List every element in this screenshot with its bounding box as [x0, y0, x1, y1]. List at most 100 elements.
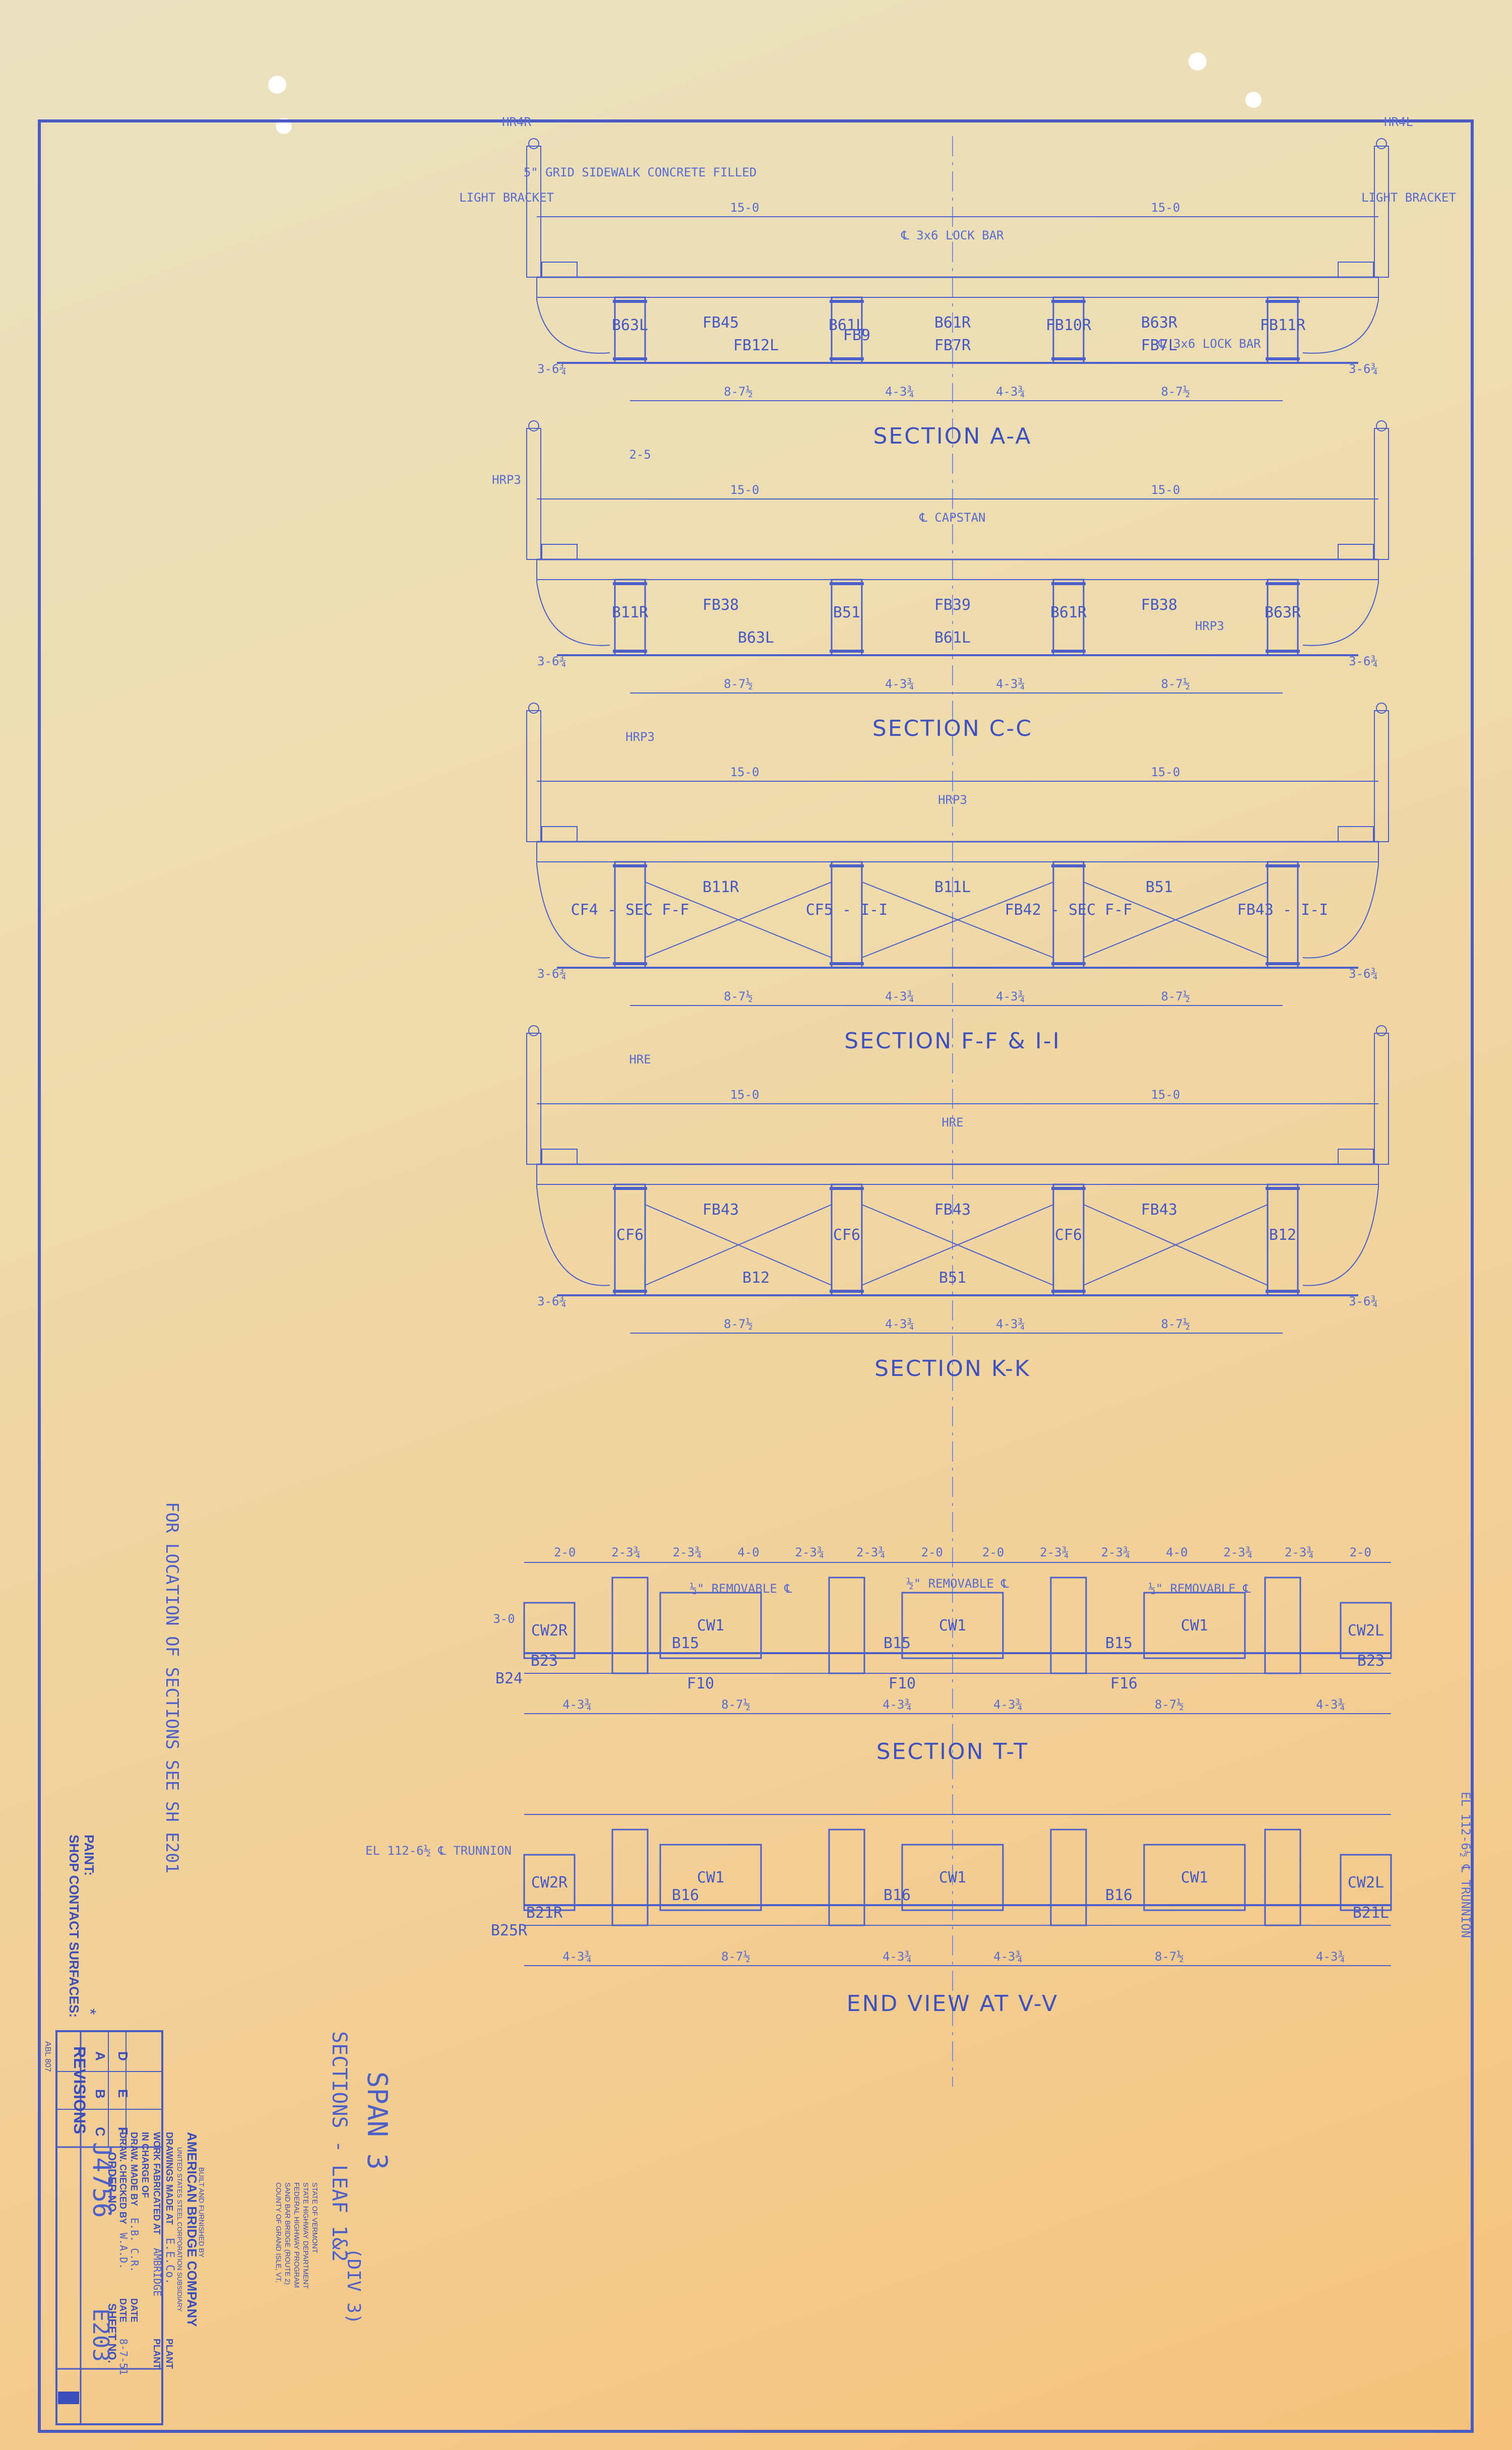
- member-label: FB39: [934, 596, 971, 614]
- note-label: 3-0: [493, 1612, 515, 1626]
- member-label: F10: [889, 1675, 916, 1692]
- bracket-right: [1302, 842, 1379, 959]
- bottom-dimension: 4-3¾: [562, 1950, 592, 1964]
- company-name: AMERICAN BRIDGE COMPANY: [184, 2132, 200, 2327]
- note-label: HRE: [941, 1115, 963, 1129]
- end-dimension: 3-6¾: [1349, 362, 1378, 376]
- note-label: ℄ 3x6 LOCK BAR: [901, 228, 1004, 242]
- member-label: B11L: [934, 878, 971, 896]
- section-title: END VIEW AT V-V: [847, 1991, 1058, 2017]
- member-label: B11R: [703, 878, 739, 896]
- note-label: 2-5: [629, 448, 651, 462]
- member-label: F16: [1110, 1675, 1138, 1692]
- cross-frame-brace: [861, 1204, 1054, 1286]
- member-label: B63R: [1141, 314, 1178, 332]
- member-label: FB12L: [733, 337, 779, 354]
- member-label: B16: [884, 1887, 911, 1904]
- revision-letter: A: [93, 2051, 108, 2061]
- bottom-dimension: 8-7½: [724, 989, 753, 1003]
- sidewalk-stringer: [1338, 1149, 1374, 1165]
- member-label: CF4 - SEC F-F: [571, 901, 689, 919]
- end-dimension: 3-6¾: [537, 362, 566, 376]
- note-label: LIGHT BRACKET: [459, 191, 554, 205]
- cross-frame-brace: [645, 1204, 832, 1286]
- bottom-dimension: 4-3¾: [885, 677, 914, 691]
- note-label: HRP3: [1195, 619, 1224, 633]
- bottom-dimension: 8-7½: [721, 1950, 750, 1964]
- member-label: B15: [1105, 1635, 1132, 1652]
- bottom-dimension: 8-7½: [1155, 1950, 1184, 1964]
- member-label: B51: [1146, 878, 1173, 896]
- member-label: CW1: [697, 1617, 724, 1635]
- bracket-left: [536, 277, 610, 354]
- counterweight-box: [1340, 1602, 1392, 1659]
- bracket-left: [536, 1164, 610, 1286]
- bracket-right: [1302, 277, 1379, 354]
- top-dimension: 4-0: [1166, 1545, 1187, 1559]
- in-charge-label: IN CHARGE OF: [140, 2132, 150, 2198]
- sidewalk-stringer: [1338, 262, 1374, 278]
- form-number: ABL 807: [43, 2041, 52, 2072]
- girder: [831, 861, 863, 969]
- work-plant: AMBRIDGE: [151, 2248, 163, 2296]
- member-label: B12: [1269, 1226, 1296, 1244]
- bottom-dimension: 4-3¾: [885, 989, 914, 1003]
- railing-post-left: [526, 428, 541, 560]
- project-line: SAND BAR BRIDGE (ROUTE 2): [284, 2182, 292, 2285]
- top-dimension: 2-3¾: [856, 1545, 886, 1559]
- railing-post-right: [1374, 428, 1389, 560]
- bottom-dimension: 4-3¾: [993, 1698, 1023, 1712]
- top-dimension: 2-0: [554, 1545, 576, 1559]
- member-label: B61R: [934, 314, 971, 332]
- counterweight-box: [659, 1844, 762, 1911]
- member-label: FB43 - I-I: [1237, 901, 1329, 919]
- member-label: CW2L: [1348, 1622, 1384, 1640]
- member-label: CW1: [697, 1869, 724, 1887]
- sheet-label: SHEET NO.: [106, 2303, 118, 2363]
- post-cap: [1376, 420, 1387, 431]
- post-cap: [528, 420, 539, 431]
- post-cap: [528, 703, 539, 714]
- member-label: B16: [672, 1887, 699, 1904]
- counterweight-box: [1340, 1854, 1392, 1911]
- bottom-dimension: 8-7½: [721, 1698, 750, 1712]
- punch-hole: [1245, 92, 1262, 108]
- draw-made-by-value: E.B. C.R.: [129, 2218, 141, 2272]
- span-dimension: 15-0: [730, 765, 760, 779]
- paint-label: PAINT:: [82, 1835, 97, 1876]
- member-label: B51: [833, 604, 860, 621]
- bottom-dimension: 4-3¾: [1316, 1698, 1345, 1712]
- trunnion-girder: [1264, 1577, 1301, 1674]
- girder: [1052, 861, 1085, 969]
- bottom-dimension: 8-7½: [724, 1317, 753, 1331]
- sidewalk-stringer: [541, 826, 578, 842]
- bottom-dimension: 8-7½: [1161, 677, 1190, 691]
- member-label: FB43: [934, 1201, 971, 1219]
- note-label: EL 112-6½ ℄ TRUNNION: [1459, 1792, 1473, 1938]
- girder: [614, 579, 646, 656]
- member-label: CW1: [939, 1869, 966, 1887]
- handwritten-div: (DIV 3): [343, 2248, 364, 2325]
- bracket-left: [536, 559, 610, 646]
- top-dimension: 2-0: [1350, 1545, 1371, 1559]
- draw-checked-by-value: W.A.D.: [117, 2233, 130, 2269]
- member-label: FB9: [843, 327, 870, 344]
- revision-letter: C: [93, 2127, 108, 2137]
- section-title: SECTION C-C: [872, 716, 1033, 741]
- note-label: ½" REMOVABLE ℄: [689, 1582, 792, 1596]
- member-label: B63L: [738, 629, 774, 647]
- trunnion-girder: [1050, 1829, 1087, 1926]
- span-dimension: 15-0: [1151, 765, 1180, 779]
- top-dimension: 2-0: [982, 1545, 1004, 1559]
- member-label: B24: [495, 1670, 523, 1687]
- sidewalk-stringer: [541, 262, 578, 278]
- post-cap: [1376, 1025, 1387, 1036]
- note-label: EL 112-6½ ℄ TRUNNION: [365, 1844, 512, 1858]
- end-dimension: 3-6¾: [537, 654, 566, 668]
- member-label: FB43: [1141, 1201, 1177, 1219]
- bottom-dimension: 4-3¾: [996, 1317, 1025, 1331]
- sheet-border: [38, 119, 1474, 2433]
- bottom-dimension: 4-3¾: [1316, 1950, 1345, 1964]
- railing-post-left: [526, 1033, 541, 1165]
